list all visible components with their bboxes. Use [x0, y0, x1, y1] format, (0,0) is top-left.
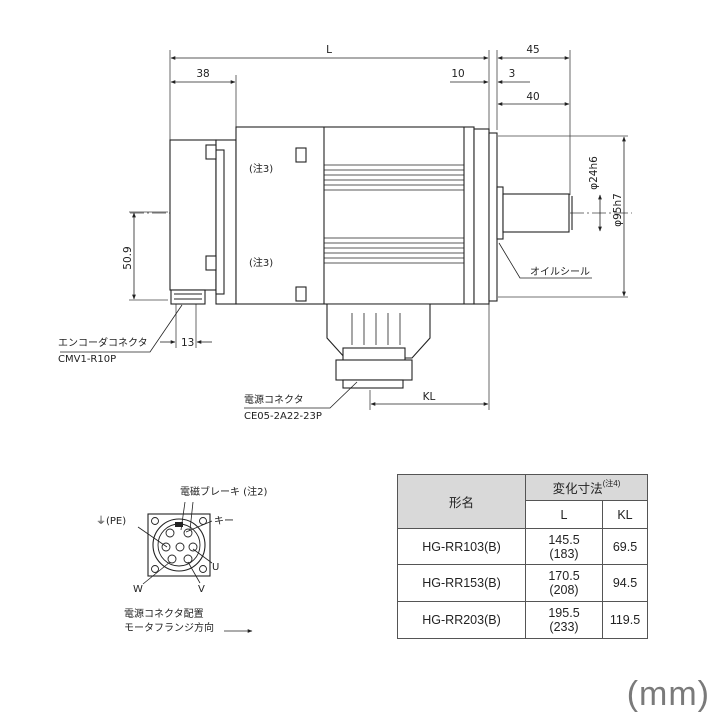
dim-L: L — [326, 44, 332, 56]
pe-label: ⏚(PE) — [96, 515, 126, 527]
stator — [235, 126, 475, 305]
note4-label: (注4) — [602, 479, 621, 488]
extension-lines — [129, 50, 628, 410]
leader-lines — [60, 242, 592, 409]
dim-50-9: 50.9 — [122, 246, 134, 269]
note3-lower: (注3) — [249, 256, 273, 269]
L-brake-value: (233) — [549, 620, 579, 634]
model-header: 形名 — [397, 474, 526, 529]
callout-text: (注3) (注3) オイルシール エンコーダコネクタ CMV1-R10P 電源コ… — [58, 162, 590, 422]
L-value: 195.5 — [548, 606, 580, 620]
L-brake-value: (183) — [549, 546, 579, 561]
connector-caption-line2: モータフランジ方向 — [124, 621, 214, 634]
L-cell: 195.5(233) — [525, 601, 603, 639]
model-cell: HG-RR203(B) — [397, 601, 526, 639]
oil-seal-label: オイルシール — [530, 266, 590, 278]
cooling-fins — [324, 164, 464, 345]
connector-pin-view — [137, 501, 253, 633]
KL-cell: 69.5 — [602, 528, 648, 565]
brake-label: 電磁ブレーキ (注2) — [180, 485, 267, 498]
dim-13: 13 — [181, 337, 194, 349]
L-brake-value: (208) — [549, 583, 579, 597]
col-header-L: L — [525, 500, 603, 529]
dim-10: 10 — [451, 68, 464, 80]
variable-dimension-label: 変化寸法 — [552, 482, 603, 496]
power-connector — [326, 303, 431, 359]
dim-40: 40 — [526, 91, 539, 103]
dim-45: 45 — [526, 44, 539, 56]
note3-upper: (注3) — [249, 162, 273, 175]
dim-shaft-dia: φ24h6 — [588, 156, 600, 190]
power-connector-model: CE05-2A22-23P — [244, 411, 322, 422]
connector-caption-line1: 電源コネクタ配置 — [124, 607, 204, 620]
dim-KL: KL — [423, 391, 436, 403]
encoder-connector-model: CMV1-R10P — [58, 354, 116, 365]
col-header-KL: KL — [602, 500, 648, 529]
model-cell: HG-RR103(B) — [397, 528, 526, 565]
connector-pins — [161, 528, 198, 564]
L-value: 145.5 — [548, 532, 580, 547]
v-label: V — [198, 584, 205, 595]
output-shaft — [502, 193, 570, 233]
dim-38: 38 — [196, 68, 209, 80]
model-cell: HG-RR153(B) — [397, 564, 526, 602]
dim-flange-dia: φ95h7 — [612, 193, 624, 227]
table-row: HG-RR203(B) 195.5(233) 119.5 — [397, 601, 648, 639]
L-value: 170.5 — [548, 569, 580, 583]
key-label: キー — [214, 516, 234, 527]
encoder-connector-label: エンコーダコネクタ — [58, 336, 148, 349]
dimension-lines — [132, 56, 626, 406]
power-connector-label: 電源コネクタ — [244, 393, 304, 406]
motor-body — [169, 126, 573, 389]
KL-cell: 119.5 — [602, 601, 648, 639]
unit-label: (mm) — [626, 675, 710, 713]
u-label: U — [212, 562, 219, 573]
L-cell: 145.5(183) — [525, 528, 603, 565]
dimension-text: L 45 38 10 3 40 φ24h6 φ95h7 50.9 13 KL — [122, 44, 624, 403]
L-cell: 170.5(208) — [525, 564, 603, 602]
encoder-connector — [170, 289, 206, 305]
mounting-flange — [473, 128, 490, 305]
spec-table: 形名 変化寸法(注4) L KL HG-RR103(B) 145.5(183) … — [397, 474, 648, 639]
variable-dimension-header: 変化寸法(注4) — [525, 474, 648, 501]
connector-view-text: 電磁ブレーキ (注2) ⏚(PE) キー U V W 電源コネクタ配置 モータフ… — [96, 485, 267, 634]
table-row: HG-RR153(B) 170.5(208) 94.5 — [397, 564, 648, 602]
KL-cell: 94.5 — [602, 564, 648, 602]
table-row: HG-RR103(B) 145.5(183) 69.5 — [397, 528, 648, 565]
dim-3: 3 — [509, 68, 516, 80]
w-label: W — [133, 584, 143, 595]
